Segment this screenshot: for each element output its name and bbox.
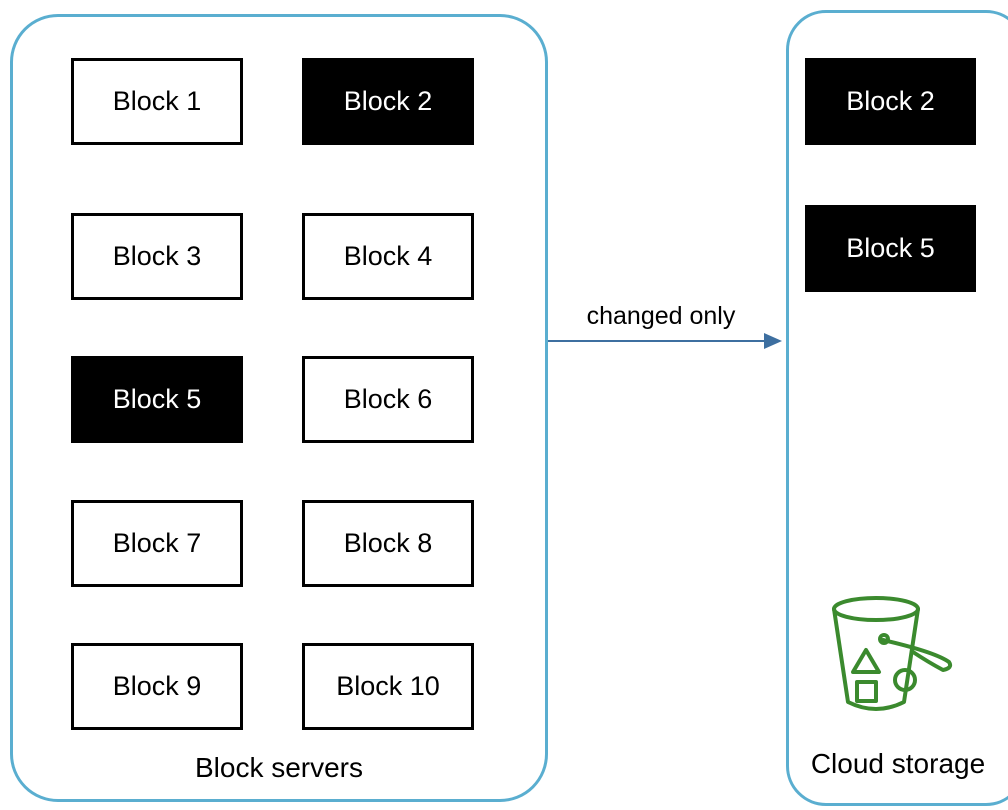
cloud-block-2: Block 2: [805, 58, 976, 145]
block-label: Block 8: [343, 528, 433, 558]
block-label: Block 5: [112, 384, 202, 414]
cloud-block-5: Block 5: [805, 205, 976, 292]
block-server-block-5: Block 5: [71, 356, 243, 443]
cloud-storage-label: Cloud storage: [810, 748, 986, 779]
transfer-arrow: [548, 333, 782, 349]
block-label: Block 7: [112, 528, 202, 558]
block-label: Block 3: [112, 241, 202, 271]
block-label: Block 1: [112, 86, 202, 116]
block-server-block-9: Block 9: [71, 643, 243, 730]
storage-bucket-icon: [832, 596, 953, 711]
block-servers-label: Block servers: [194, 752, 364, 783]
block-label: Block 5: [846, 233, 935, 263]
block-server-block-8: Block 8: [302, 500, 474, 587]
block-label: Block 2: [343, 86, 433, 116]
arrow-label: changed only: [586, 302, 736, 330]
block-label: Block 9: [112, 671, 202, 701]
block-label: Block 4: [343, 241, 433, 271]
block-label: Block 6: [343, 384, 433, 414]
block-server-block-4: Block 4: [302, 213, 474, 300]
block-label: Block 10: [336, 671, 440, 701]
block-server-block-10: Block 10: [302, 643, 474, 730]
block-server-block-7: Block 7: [71, 500, 243, 587]
block-label: Block 2: [846, 86, 935, 116]
block-server-block-3: Block 3: [71, 213, 243, 300]
block-server-block-2: Block 2: [302, 58, 474, 145]
block-server-block-6: Block 6: [302, 356, 474, 443]
block-server-block-1: Block 1: [71, 58, 243, 145]
